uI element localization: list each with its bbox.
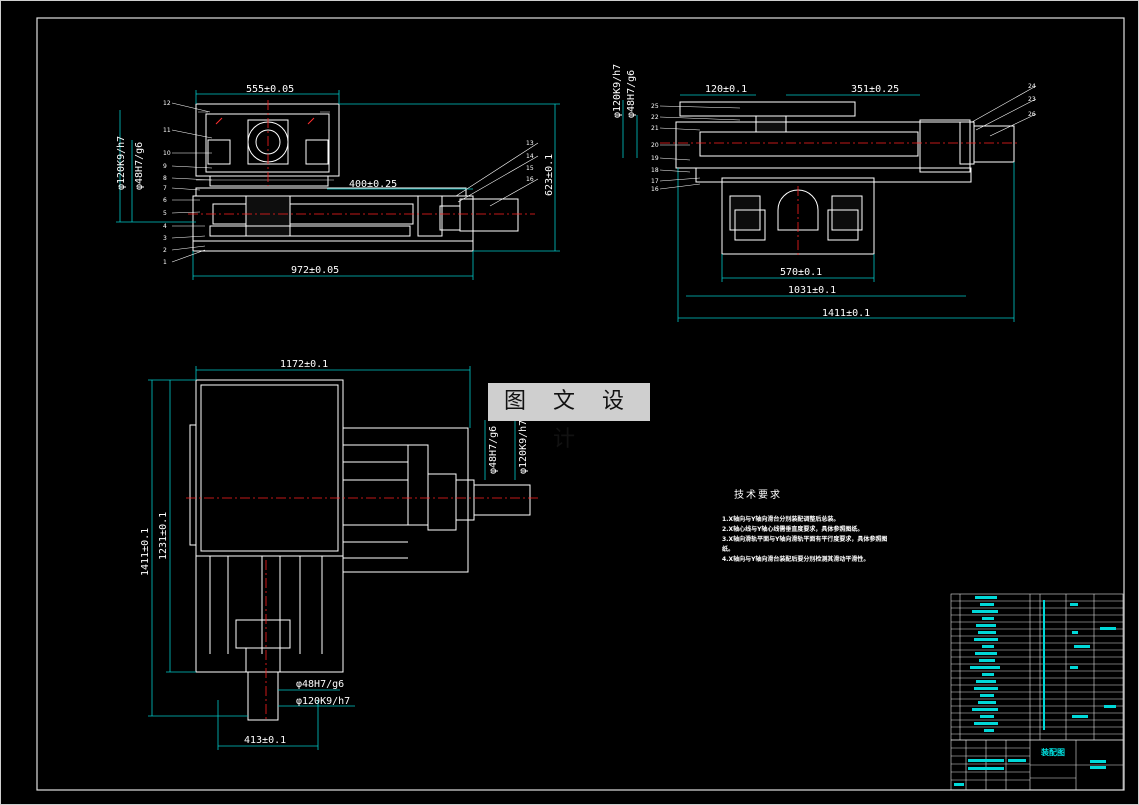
callout: 11 (163, 127, 171, 134)
callout: 24 (1028, 83, 1036, 90)
dim-413: 413±0.1 (244, 735, 286, 746)
motor-coupling (459, 198, 519, 232)
top-dim-lines (148, 366, 516, 750)
callout: 19 (651, 155, 659, 162)
base-rail (192, 195, 474, 242)
notes-item: 3.X轴向滑轨平面与Y轴向滑轨平面有平行度要求，具体参照图纸。 (722, 536, 888, 553)
dim-400: 400±0.25 (349, 179, 397, 190)
callout: 23 (1028, 96, 1036, 103)
top-x-motor (473, 484, 531, 516)
notes-item: 4.X轴向与Y轴向滑台装配后要分别检测其滑动平滑性。 (722, 556, 870, 563)
title-block-fills (954, 759, 1106, 786)
fit-120-front: φ120K9/h7 (116, 136, 127, 190)
callout: 2 (163, 247, 167, 254)
callout: 10 (163, 150, 171, 157)
callout: 9 (163, 163, 167, 170)
notes-item: 1.X轴向与Y轴向滑台分别装配调整后总装。 (722, 516, 840, 523)
fit-48-side: φ48H7/g6 (626, 70, 637, 118)
notes-title: 技术要求 (734, 490, 782, 501)
dim-351: 351±0.25 (851, 84, 899, 95)
dim-1231: 1231±0.1 (158, 512, 169, 560)
callout: 7 (163, 185, 167, 192)
front-leaders (171, 102, 539, 263)
side-centerlines (660, 142, 1020, 256)
side-dim-lines (622, 94, 1015, 322)
dim-623: 623±0.1 (544, 154, 555, 196)
front-dim-lines (116, 90, 560, 280)
parts-list-entries (970, 596, 1116, 732)
side-body (675, 121, 971, 169)
callout: 12 (163, 100, 171, 107)
top-view (189, 379, 531, 721)
callout: 16 (526, 176, 534, 183)
callout: 4 (163, 223, 167, 230)
dim-120: 120±0.1 (705, 84, 747, 95)
callout: 3 (163, 235, 167, 242)
front-centerlines (188, 100, 535, 215)
callout: 26 (1028, 111, 1036, 118)
top-x-rail (342, 427, 469, 573)
dim-1411-side: 1411±0.1 (822, 308, 870, 319)
dim-1172: 1172±0.1 (280, 359, 328, 370)
front-view (192, 103, 519, 252)
callout: 6 (163, 197, 167, 204)
callout: 8 (163, 175, 167, 182)
top-carriage (195, 379, 344, 557)
drawing-frame (36, 17, 1125, 791)
fit-48-top-y: φ48H7/g6 (296, 679, 344, 690)
dim-555: 555±0.05 (246, 84, 294, 95)
side-leaders (659, 85, 1037, 190)
callout: 21 (651, 125, 659, 132)
side-view (675, 101, 1015, 255)
front-callouts: 12 11 10 9 8 7 6 5 4 3 2 1 13 14 15 16 (163, 100, 534, 266)
callout: 14 (526, 153, 534, 160)
callout: 5 (163, 210, 167, 217)
dim-1031: 1031±0.1 (788, 285, 836, 296)
callout: 18 (651, 167, 659, 174)
fit-48-front: φ48H7/g6 (134, 142, 145, 190)
title-block (950, 739, 1124, 791)
side-motor (973, 125, 1015, 163)
callout: 17 (651, 178, 659, 185)
parts-list (950, 593, 1124, 741)
watermark: 图 文 设 计 (488, 383, 650, 452)
callout: 13 (526, 140, 534, 147)
fit-120-side: φ120K9/h7 (612, 64, 623, 118)
callout: 22 (651, 114, 659, 121)
fit-120-top-x: φ120K9/h7 (518, 420, 529, 474)
fit-48-top-x: φ48H7/g6 (488, 426, 499, 474)
callout: 25 (651, 103, 659, 110)
title-block-name: 装配图 (1040, 747, 1065, 757)
callout: 1 (163, 259, 167, 266)
dim-972: 972±0.05 (291, 265, 339, 276)
callout: 20 (651, 142, 659, 149)
fit-120-top-y: φ120K9/h7 (296, 696, 350, 707)
technical-requirements: 技术要求 1.X轴向与Y轴向滑台分别装配调整后总装。 2.X轴心线与Y轴心线需垂… (722, 486, 892, 565)
callout: 15 (526, 165, 534, 172)
callout: 16 (651, 186, 659, 193)
dim-570: 570±0.1 (780, 267, 822, 278)
top-centerlines (186, 497, 540, 722)
dim-1411-top: 1411±0.1 (140, 528, 151, 576)
top-y-rail (195, 555, 344, 673)
side-callouts: 25 22 21 20 19 18 17 16 24 23 26 (651, 83, 1036, 193)
top-y-motor (247, 671, 279, 721)
notes-item: 2.X轴心线与Y轴心线需垂直度要求，具体参照图纸。 (722, 526, 864, 533)
